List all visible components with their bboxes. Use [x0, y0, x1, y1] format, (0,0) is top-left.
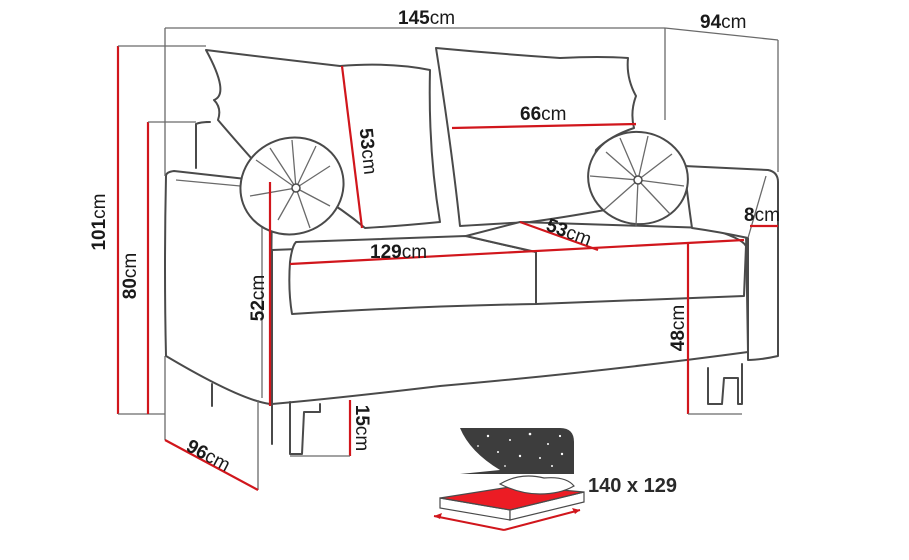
sofa-drawing: [164, 47, 779, 455]
label-back-cushion-width: 66cm: [520, 104, 566, 125]
armrest-left: [164, 170, 273, 405]
leg-front-left: [289, 401, 321, 455]
label-depth-side: 96cm: [183, 436, 234, 476]
bed-size-label: 140 x 129: [588, 475, 677, 497]
back-cushion-left: [205, 49, 441, 229]
label-depth-total: 94cm: [700, 12, 746, 33]
bolster-pillow-left: [239, 136, 345, 236]
label-armrest-height: 52cm: [248, 275, 269, 321]
stars: [477, 432, 564, 467]
dimension-lines: [116, 27, 779, 491]
seat-cushion-left: [288, 235, 537, 315]
label-back-cushion-height: 53cm: [355, 127, 381, 175]
label-seat-width: 129cm: [370, 242, 427, 263]
label-seat-height: 48cm: [668, 305, 689, 351]
label-armrest-width: 8cm: [744, 205, 780, 226]
sleeping-bed-icon: [433, 428, 585, 531]
label-leg-height: 15cm: [351, 405, 372, 451]
sofa-back-frame: [195, 121, 211, 169]
armrest-right-seam: [747, 175, 767, 239]
bolster-pillow-right: [587, 130, 689, 227]
label-height-total: 101cm: [89, 193, 110, 250]
leg-front-right: [707, 363, 743, 405]
label-width-total: 145cm: [398, 8, 455, 29]
label-backrest-height: 80cm: [120, 253, 141, 299]
